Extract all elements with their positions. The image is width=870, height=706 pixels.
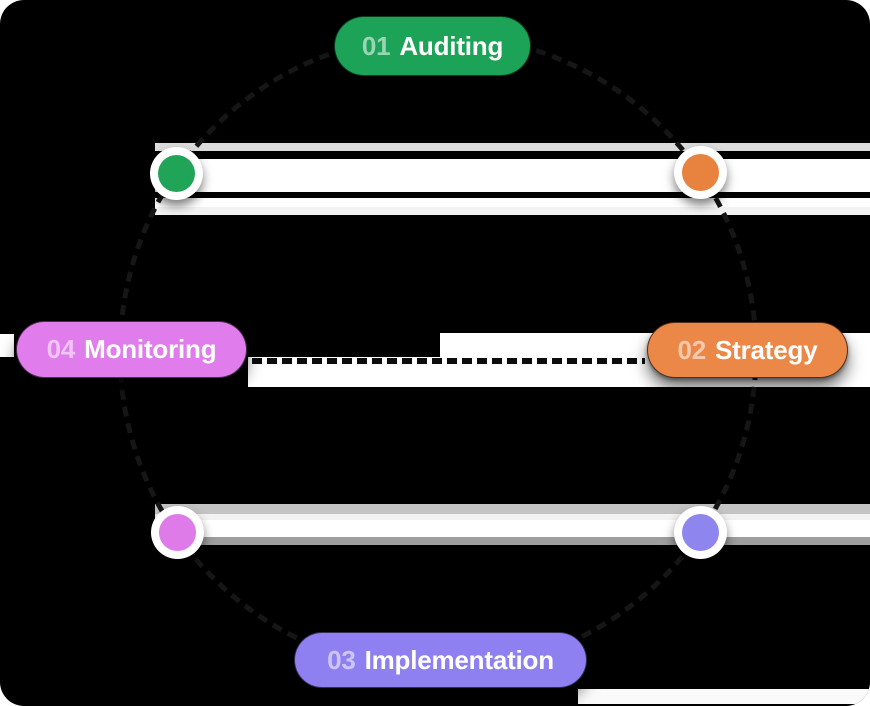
skeleton-band <box>155 159 870 192</box>
skeleton-band <box>155 537 870 545</box>
node-dot-auditing <box>150 147 203 200</box>
node-dot-fill <box>159 514 196 551</box>
node-dot-strategy <box>674 146 727 199</box>
skeleton-band <box>155 198 870 207</box>
step-number: 01 <box>361 30 391 61</box>
node-dot-implementation <box>674 506 727 559</box>
step-pill-monitoring: 04 Monitoring <box>16 321 247 378</box>
step-number: 03 <box>327 644 356 675</box>
step-pill-auditing: 01 Auditing <box>334 16 531 76</box>
step-pill-implementation: 03 Implementation <box>294 632 587 688</box>
skeleton-band <box>155 514 870 520</box>
step-label: Monitoring <box>84 334 217 364</box>
node-dot-fill <box>682 514 719 551</box>
skeleton-band <box>578 689 870 704</box>
step-label: Implementation <box>364 644 555 675</box>
step-label: Auditing <box>399 30 504 61</box>
skeleton-band <box>155 143 870 151</box>
step-number: 02 <box>677 334 707 365</box>
step-label: Strategy <box>715 334 818 365</box>
node-dot-fill <box>158 155 195 192</box>
node-dot-fill <box>682 154 719 191</box>
skeleton-band <box>155 504 870 514</box>
skeleton-band <box>0 334 14 357</box>
node-dot-monitoring <box>151 506 204 559</box>
step-number: 04 <box>46 334 76 364</box>
skeleton-band <box>155 207 870 215</box>
step-pill-strategy: 02 Strategy <box>647 322 848 378</box>
